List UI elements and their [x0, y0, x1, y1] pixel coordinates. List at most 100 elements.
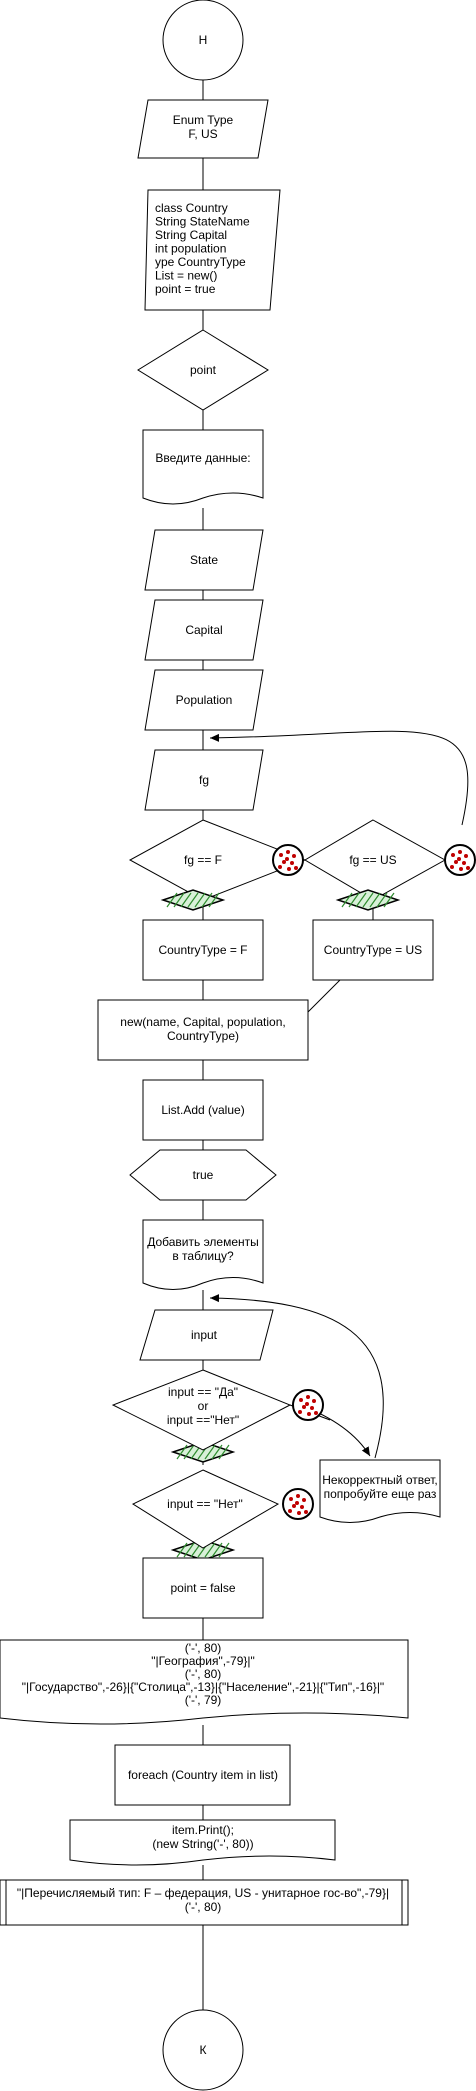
hatch-marks	[160, 889, 401, 1561]
enter-data-document: Введите данные:	[142, 429, 264, 505]
foreach-text: foreach (Country item in list)	[128, 1768, 278, 1782]
capital-line-0: Capital	[185, 623, 222, 637]
ctF-line-0: CountryType = F	[158, 943, 247, 957]
dot-circle-0	[272, 844, 304, 876]
newc-line-0: new(name, Capital, population,	[120, 1015, 285, 1029]
addq-line-1: в таблицу?	[172, 1249, 234, 1263]
print1-line-0: ('-', 80)	[185, 1641, 222, 1655]
print1-line-4: ('-', 79)	[185, 1693, 222, 1707]
state-input-text: State	[190, 553, 218, 567]
hatch-mark-1	[335, 889, 401, 911]
input-line-0: input	[191, 1328, 218, 1342]
edge-loop-back-input	[209, 1294, 384, 1459]
header-print-text: ('-', 80)"|География",-79}|"('-', 80)"|Г…	[22, 1641, 384, 1707]
true-loop-block: true	[129, 1149, 277, 1201]
input-block: input	[139, 1309, 274, 1361]
print1-line-3: "|Государство",-26}|{"Столица",-13}|{"На…	[22, 1680, 384, 1694]
itemprint-line-1: (new String('-', 80))	[152, 1837, 253, 1851]
end-line-0: К	[200, 2043, 207, 2057]
point-line-0: point	[190, 363, 217, 377]
end-terminal-text: К	[200, 2043, 207, 2057]
capital-input-block: Capital	[144, 599, 264, 661]
edge-loop-back-fg	[209, 730, 469, 826]
class-line-2: String Capital	[155, 228, 227, 242]
country-type-f-text: CountryType = F	[158, 943, 247, 957]
wrong-answer-text: Некорректный ответ,попробуйте еще раз	[322, 1473, 438, 1501]
population-input-block: Population	[144, 669, 264, 731]
point-decision-text: point	[190, 363, 217, 377]
start-terminal: Н	[162, 0, 244, 81]
enter-line-0: Введите данные:	[155, 451, 250, 465]
start-terminal-text: Н	[199, 33, 208, 47]
wrong-answer-document: Некорректный ответ,попробуйте еще раз	[319, 1459, 441, 1523]
footer-print-block: "|Перечисляемый тип: F – федерация, US -…	[0, 1879, 409, 1926]
wrong-line-1: попробуйте еще раз	[324, 1487, 437, 1501]
print2-line-0: "|Перечисляемый тип: F – федерация, US -…	[17, 1886, 389, 1900]
class-line-4: ype CountryType	[155, 255, 246, 269]
list-add-text: List.Add (value)	[161, 1103, 244, 1117]
print1-line-1: "|География",-79}|"	[151, 1654, 255, 1668]
population-line-0: Population	[176, 693, 233, 707]
country-type-f-block: CountryType = F	[142, 919, 264, 981]
class-line-0: class Country	[155, 201, 228, 215]
class-line-5: List = new()	[155, 269, 217, 283]
dot-circle-1	[444, 844, 476, 876]
fg-us-decision: fg == US	[304, 819, 447, 901]
end-terminal: К	[162, 2009, 244, 2091]
dot-circles	[272, 844, 476, 1520]
class-line-6: point = true	[155, 282, 216, 296]
fgF-line-0: fg == F	[184, 853, 222, 867]
point-false-block: point = false	[142, 1557, 264, 1619]
start-line-0: Н	[199, 33, 208, 47]
item-print-text: item.Print();(new String('-', 80))	[152, 1823, 253, 1851]
state-line-0: State	[190, 553, 218, 567]
pfalse-line-0: point = false	[170, 1581, 235, 1595]
true-loop-text: true	[193, 1168, 214, 1182]
inputCond-line-1: or	[198, 1399, 209, 1413]
class-line-3: int population	[155, 242, 226, 256]
hatch-mark-0	[160, 889, 226, 911]
inputNo-line-0: input == "Нет"	[167, 1497, 243, 1511]
population-input-text: Population	[176, 693, 233, 707]
list-add-block: List.Add (value)	[142, 1079, 264, 1141]
point-false-text: point = false	[170, 1581, 235, 1595]
print1-line-2: ('-', 80)	[185, 1667, 222, 1681]
wrong-line-0: Некорректный ответ,	[322, 1473, 438, 1487]
fgUS-line-0: fg == US	[349, 853, 396, 867]
inputCond-line-0: input == "Да"	[168, 1385, 238, 1399]
itemprint-line-0: item.Print();	[172, 1823, 234, 1837]
newc-line-1: CountryType)	[167, 1029, 239, 1043]
enum-line-0: Enum Type	[173, 113, 234, 127]
ctUS-line-0: CountryType = US	[324, 943, 422, 957]
new-country-text: new(name, Capital, population,CountryTyp…	[120, 1015, 285, 1043]
item-print-document: item.Print();(new String('-', 80))	[69, 1819, 336, 1866]
foreach-line-0: foreach (Country item in list)	[128, 1768, 278, 1782]
dot-circle-2	[292, 1389, 324, 1421]
fg-input-block: fg	[144, 749, 264, 811]
fg-f-decision-text: fg == F	[184, 853, 222, 867]
input-block-text: input	[191, 1328, 218, 1342]
fg-f-decision: fg == F	[128, 819, 307, 901]
enum-line-1: F, US	[188, 127, 217, 141]
fg-input-text: fg	[199, 773, 209, 787]
input-no-text: input == "Нет"	[167, 1497, 243, 1511]
country-type-us-block: CountryType = US	[312, 919, 434, 981]
listadd-line-0: List.Add (value)	[161, 1103, 244, 1117]
input-no-decision: input == "Нет"	[131, 1469, 280, 1549]
capital-input-text: Capital	[185, 623, 222, 637]
foreach-block: foreach (Country item in list)	[114, 1744, 291, 1806]
new-country-block: new(name, Capital, population,CountryTyp…	[97, 999, 309, 1061]
true-line-0: true	[193, 1168, 214, 1182]
fg-us-decision-text: fg == US	[349, 853, 396, 867]
fg-line-0: fg	[199, 773, 209, 787]
state-input-block: State	[144, 529, 264, 591]
